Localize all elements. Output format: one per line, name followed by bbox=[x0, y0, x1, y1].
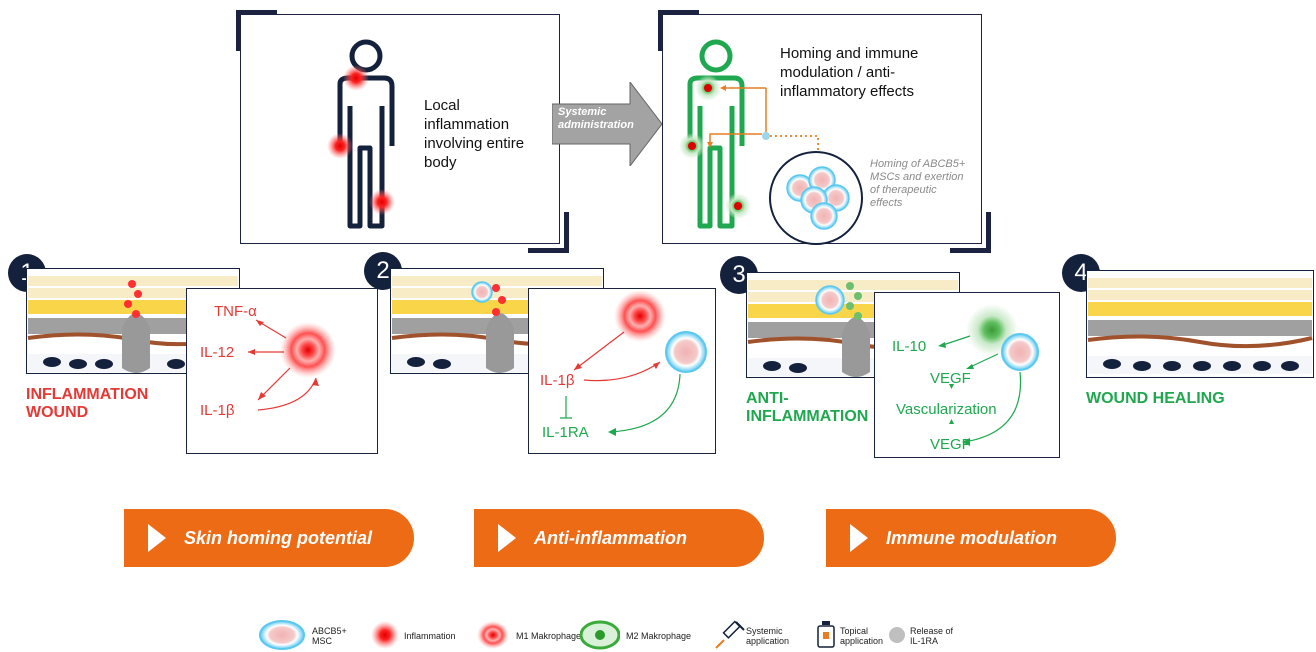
treated-human-figure-icon bbox=[679, 39, 767, 229]
cytokine-diagram-1 bbox=[248, 319, 336, 411]
homing-title: Homing and immune modulation / anti-infl… bbox=[780, 45, 919, 100]
step-1-label: INFLAMMATION WOUND bbox=[26, 386, 149, 421]
immune-modulation-label: Immune modulation bbox=[886, 527, 1057, 548]
legend-systemic: Systemic application bbox=[746, 626, 790, 646]
msc-icon bbox=[259, 620, 305, 650]
cytokine-vascularization: Vascularization bbox=[896, 401, 997, 418]
frame-corner bbox=[658, 10, 699, 51]
cytokine-diagram-3 bbox=[938, 304, 1039, 446]
body-inflammation-panel bbox=[240, 14, 560, 244]
msc-cluster-icon bbox=[769, 151, 863, 245]
homing-note: Homing of ABCB5+ MSCs and exertion of th… bbox=[870, 158, 966, 209]
skin-tissue-1 bbox=[26, 268, 240, 374]
step-4-label: WOUND HEALING bbox=[1086, 390, 1225, 407]
immune-modulation-banner: Immune modulation bbox=[826, 509, 1116, 567]
legend-m1: M1 Makrophage bbox=[516, 631, 582, 641]
release-icon bbox=[889, 627, 905, 643]
skin-tissue-4 bbox=[1086, 270, 1314, 378]
anti-inflammation-banner: Anti-inflammation bbox=[474, 509, 764, 567]
frame-corner bbox=[950, 212, 991, 253]
systemic-administration-label: Systemic administration bbox=[558, 106, 634, 131]
frame-corner bbox=[528, 212, 569, 253]
legend-inflammation: Inflammation bbox=[404, 631, 456, 641]
cytokine-tnf: TNF-α bbox=[214, 303, 257, 320]
cytokine-il12: IL-12 bbox=[200, 344, 235, 361]
step-3-label: ANTI-INFLAMMATION bbox=[746, 390, 869, 425]
play-triangle-icon bbox=[148, 524, 166, 552]
cytokine-il10: IL-10 bbox=[892, 338, 927, 355]
cytokine-il1b-2: IL-1β bbox=[540, 372, 575, 389]
anti-inflammation-label: Anti-inflammation bbox=[534, 527, 687, 548]
play-triangle-icon bbox=[850, 524, 868, 552]
m2-macrophage-icon bbox=[580, 620, 620, 650]
local-inflammation-label: Local inflammation involving entire body bbox=[424, 97, 525, 171]
cytokine-vegf-1: VEGF bbox=[930, 370, 971, 387]
cytokine-panel-3 bbox=[874, 292, 1060, 458]
legend-msc: ABCB5+ MSC bbox=[312, 626, 347, 646]
human-figure-icon bbox=[327, 39, 395, 229]
cytokine-il1b: IL-1β bbox=[200, 402, 235, 419]
frame-corner bbox=[236, 10, 277, 51]
systemic-administration-arrow bbox=[552, 82, 662, 166]
play-triangle-icon bbox=[498, 524, 516, 552]
cytokine-vegf-2: VEGF bbox=[930, 436, 971, 453]
skin-homing-label: Skin homing potential bbox=[184, 527, 372, 548]
legend-release: Release of IL-1RA bbox=[910, 626, 954, 646]
inflammation-icon bbox=[371, 621, 399, 649]
cytokine-panel-1 bbox=[186, 288, 378, 454]
cytokine-diagram-2 bbox=[560, 290, 707, 436]
legend-m2: M2 Makrophage bbox=[626, 631, 692, 641]
m1-macrophage-icon bbox=[477, 621, 509, 649]
cytokine-il1ra: IL-1RA bbox=[542, 424, 589, 441]
legend-topical: Topical application bbox=[840, 626, 884, 646]
syringe-icon bbox=[715, 620, 745, 649]
skin-homing-banner: Skin homing potential bbox=[124, 509, 414, 567]
topical-icon bbox=[817, 621, 835, 648]
